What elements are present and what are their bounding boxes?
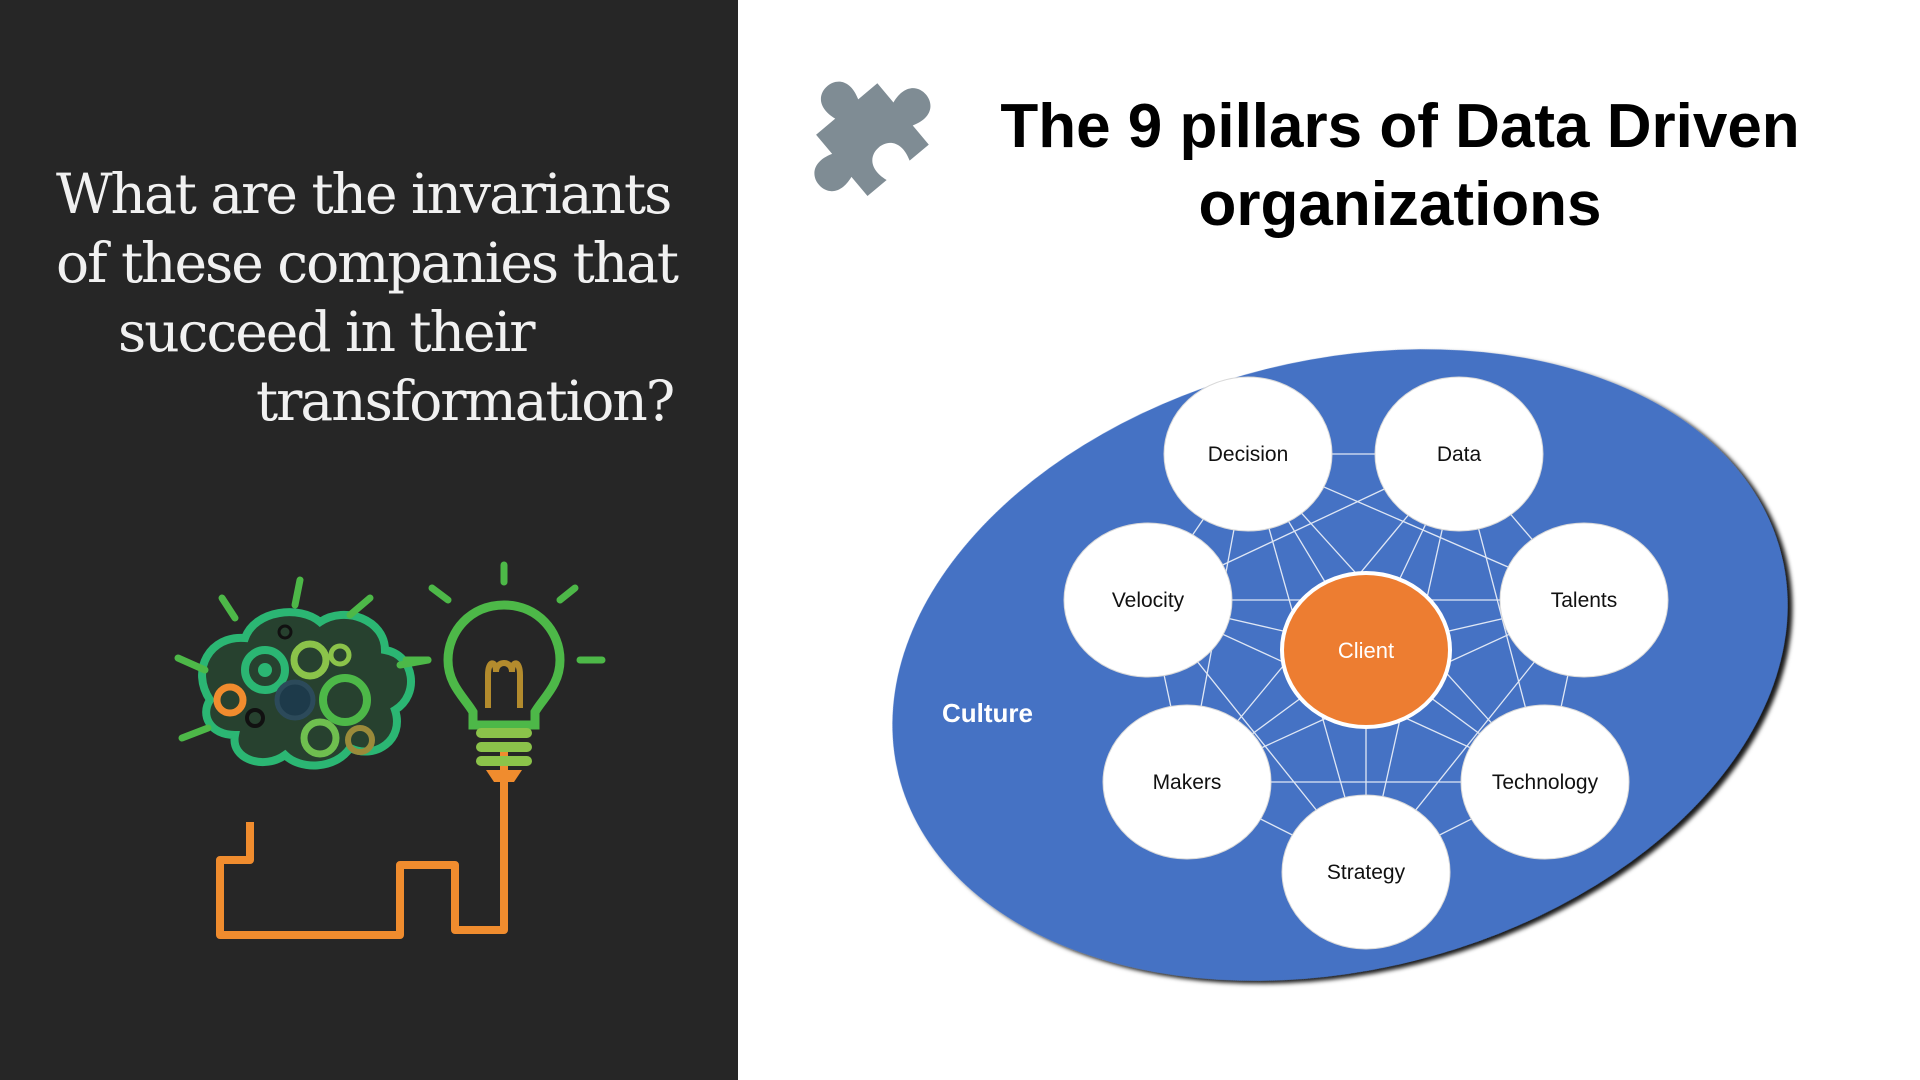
pillar-node-decision: Decision bbox=[1163, 376, 1333, 532]
title-line-2: organizations bbox=[1198, 170, 1602, 239]
brain-gears-icon bbox=[174, 576, 432, 770]
puzzle-piece-icon bbox=[814, 81, 931, 197]
pillar-node-strategy: Strategy bbox=[1281, 794, 1451, 950]
question-line-1: What are the invariants bbox=[56, 162, 672, 226]
pillar-label: Data bbox=[1437, 443, 1482, 466]
pillar-circle bbox=[1102, 704, 1272, 860]
title-line-1: The 9 pillars of Data Driven bbox=[1000, 92, 1800, 161]
wire-path bbox=[216, 747, 508, 939]
question-line-3: succeed in their bbox=[118, 300, 536, 364]
pillar-node-velocity: Velocity bbox=[1063, 522, 1233, 678]
pillar-circle bbox=[1460, 704, 1630, 860]
pillar-circle bbox=[1281, 794, 1451, 950]
question-line-4: transformation? bbox=[256, 369, 675, 433]
pillar-node-makers: Makers bbox=[1102, 704, 1272, 860]
culture-label: Culture bbox=[942, 698, 1033, 728]
pillar-circle bbox=[1063, 522, 1233, 678]
pillar-label: Talents bbox=[1551, 589, 1618, 612]
pillar-circle bbox=[1374, 376, 1544, 532]
slide-title: The 9 pillars of Data Driven organizatio… bbox=[960, 88, 1840, 244]
center-circle bbox=[1280, 571, 1452, 729]
pillar-node-technology: Technology bbox=[1460, 704, 1630, 860]
center-node-client: Client bbox=[1280, 571, 1452, 729]
pillar-circle bbox=[1499, 522, 1669, 678]
pillars-diagram: Culture Decision DataTalentsTechnologyStr… bbox=[892, 349, 1788, 981]
brain-bulb-illustration bbox=[174, 561, 606, 939]
pillar-circle bbox=[1163, 376, 1333, 532]
center-label: Client bbox=[1338, 638, 1394, 663]
pillar-label: Makers bbox=[1153, 771, 1222, 794]
pillar-label: Velocity bbox=[1112, 589, 1185, 612]
pillar-node-talents: Talents bbox=[1499, 522, 1669, 678]
left-panel: What are the invariants of these compani… bbox=[0, 0, 738, 1080]
lightbulb-icon bbox=[402, 561, 606, 782]
pillar-label: Technology bbox=[1492, 771, 1599, 794]
question-line-2: of these companies that bbox=[56, 231, 679, 295]
question-text: What are the invariants of these compani… bbox=[56, 160, 679, 436]
pillar-label: Strategy bbox=[1327, 861, 1406, 884]
pillar-label: Decision bbox=[1208, 443, 1289, 466]
pillar-node-data: Data bbox=[1374, 376, 1544, 532]
